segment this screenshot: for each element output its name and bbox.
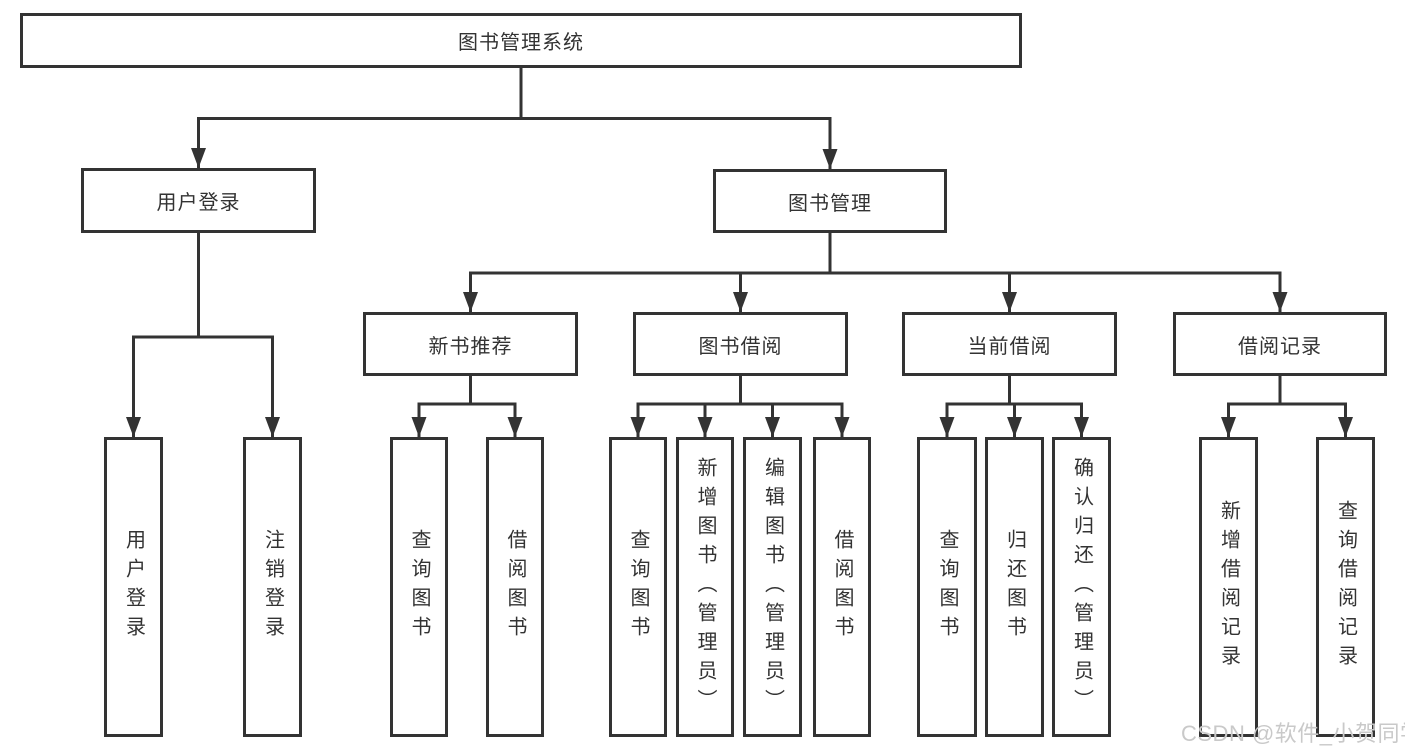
leaf-confirm-return-admin: 确认归还（管理员） [1052,437,1111,737]
leaf-borrow-books-recommend: 借阅图书 [486,437,544,737]
node-user-login: 用户登录 [81,168,316,233]
node-root-system: 图书管理系统 [20,13,1022,68]
leaf-return-books: 归还图书 [985,437,1044,737]
leaf-add-books-admin: 新增图书（管理员） [676,437,734,737]
node-book-management: 图书管理 [713,169,947,233]
leaf-borrow-books: 借阅图书 [813,437,871,737]
leaf-query-books-borrow: 查询图书 [609,437,667,737]
leaf-query-books-current: 查询图书 [917,437,977,737]
node-book-borrow: 图书借阅 [633,312,848,376]
node-new-book-recommend: 新书推荐 [363,312,578,376]
leaf-query-borrow-record: 查询借阅记录 [1316,437,1375,737]
leaf-logout: 注销登录 [243,437,302,737]
leaf-query-books-recommend: 查询图书 [390,437,448,737]
leaf-user-login: 用户登录 [104,437,163,737]
csdn-watermark: CSDN @软件_小贺同学 [1181,721,1405,746]
node-borrow-record: 借阅记录 [1173,312,1387,376]
node-current-borrow: 当前借阅 [902,312,1117,376]
leaf-add-borrow-record: 新增借阅记录 [1199,437,1258,737]
leaf-edit-books-admin: 编辑图书（管理员） [743,437,802,737]
